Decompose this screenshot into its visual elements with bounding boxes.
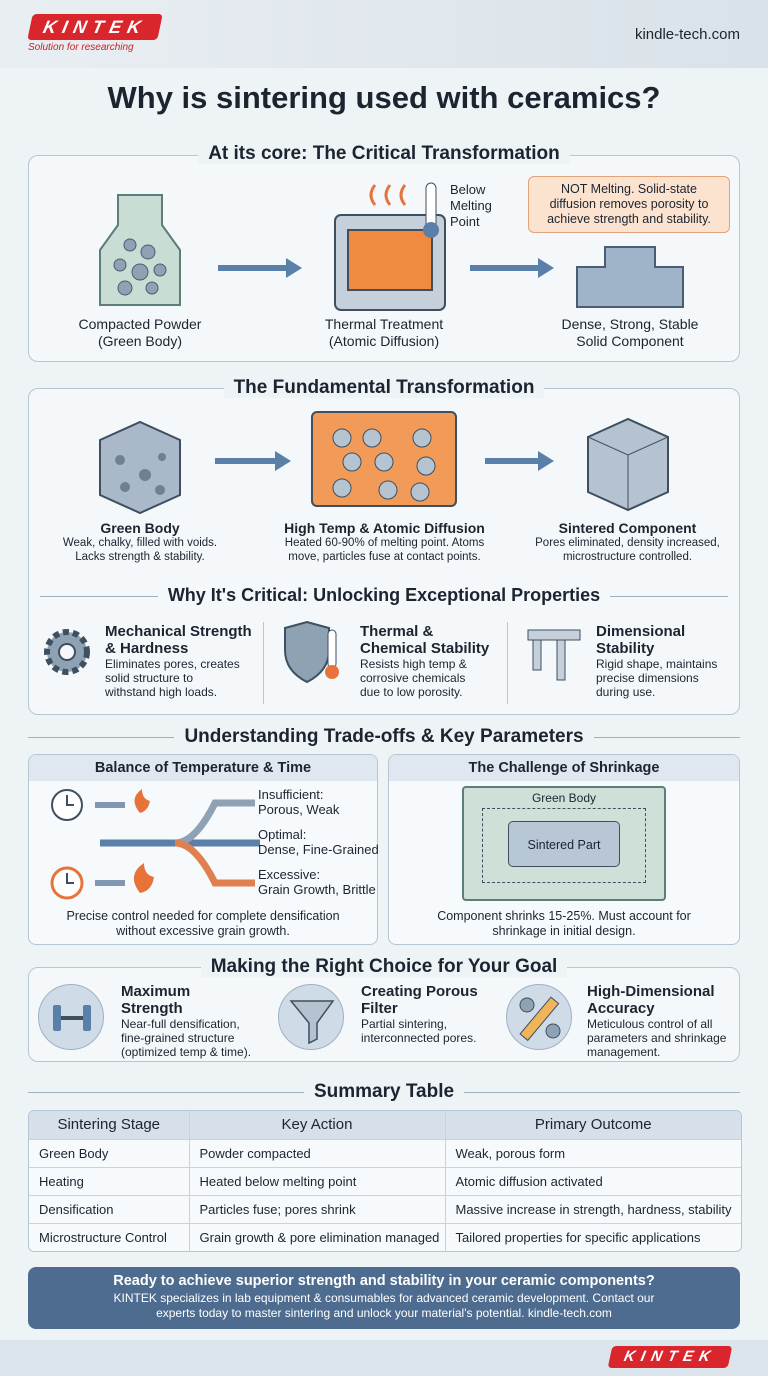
outcome-optimal: Optimal:Dense, Fine-Grained xyxy=(258,827,379,857)
cell: Massive increase in strength, hardness, … xyxy=(444,1194,741,1223)
core-heading: At its core: The Critical Transformation xyxy=(0,143,768,165)
porous-cube-icon xyxy=(99,420,181,515)
cell: Weak, porous form xyxy=(444,1138,741,1167)
dumbbell-icon xyxy=(38,984,104,1050)
arrow-icon xyxy=(470,258,554,278)
critical-heading: Why It's Critical: Unlocking Exceptional… xyxy=(0,585,768,606)
funnel-icon xyxy=(278,984,344,1050)
cell: Heated below melting point xyxy=(188,1166,445,1195)
choice-section xyxy=(28,967,740,1062)
choice-heading: Making the Right Choice for Your Goal xyxy=(0,956,768,978)
site-url[interactable]: kindle-tech.com xyxy=(634,26,740,43)
cta-headline: Ready to achieve superior strength and s… xyxy=(113,1273,655,1289)
summary-heading: Summary Table xyxy=(0,1081,768,1103)
callout-note: NOT Melting. Solid-state diffusion remov… xyxy=(528,176,730,233)
gear-icon xyxy=(44,629,90,675)
caliper-icon xyxy=(527,629,581,681)
cell: Green Body xyxy=(29,1138,189,1167)
ruler-gears-icon xyxy=(506,984,572,1050)
fundamental-heading: The Fundamental Transformation xyxy=(0,377,768,399)
outcome-excessive: Excessive:Grain Growth, Brittle xyxy=(258,867,376,897)
green-body-label: Green Body xyxy=(531,791,597,805)
shrink-boundary xyxy=(482,808,646,883)
furnace-icon xyxy=(334,182,446,311)
cta-banner[interactable]: Ready to achieve superior strength and s… xyxy=(28,1267,740,1329)
cell: Tailored properties for specific applica… xyxy=(444,1222,741,1251)
temp-time-flow-diagram xyxy=(50,789,260,900)
atomic-diffusion-icon xyxy=(311,411,457,507)
kintek-logo[interactable]: KINTEK xyxy=(27,14,163,40)
shrinkage-title: The Challenge of Shrinkage xyxy=(389,755,739,781)
cell: Microstructure Control xyxy=(29,1222,189,1251)
sintered-part-label: Sintered Part xyxy=(508,821,620,867)
column-header: Key Action xyxy=(188,1111,445,1139)
column-header: Sintering Stage xyxy=(29,1111,189,1139)
page-title: Why is sintering used with ceramics? xyxy=(107,80,661,115)
footer-kintek-logo[interactable]: KINTEK xyxy=(607,1346,733,1368)
step-green-body: Compacted Powder(Green Body) xyxy=(78,316,202,349)
balance-title: Balance of Temperature & Time xyxy=(29,755,377,781)
cell: Atomic diffusion activated xyxy=(444,1166,741,1195)
tradeoffs-heading: Understanding Trade-offs & Key Parameter… xyxy=(0,726,768,748)
dense-component-icon xyxy=(576,246,684,308)
divider xyxy=(263,622,264,704)
outcome-insufficient: Insufficient:Porous, Weak xyxy=(258,787,340,817)
divider xyxy=(507,622,508,704)
balance-note: Precise control needed for complete dens… xyxy=(66,909,340,938)
cta-body: experts today to master sintering and un… xyxy=(156,1306,612,1320)
arrow-icon xyxy=(215,451,291,471)
column-header: Primary Outcome xyxy=(444,1111,741,1139)
cta-body: KINTEK specializes in lab equipment & co… xyxy=(113,1291,655,1305)
arrow-icon xyxy=(218,258,302,278)
shield-thermometer-icon xyxy=(284,620,339,684)
cell: Grain growth & pore elimination managed xyxy=(188,1222,445,1251)
cell: Particles fuse; pores shrink xyxy=(188,1194,445,1223)
green-body-powder-icon xyxy=(99,194,181,306)
step-thermal-treatment: Thermal Treatment(Atomic Diffusion) xyxy=(324,316,444,349)
cell: Heating xyxy=(29,1166,189,1195)
shrinkage-note: Component shrinks 15-25%. Must account f… xyxy=(437,909,691,938)
arrow-icon xyxy=(485,451,554,471)
balance-panel: Balance of Temperature & Time xyxy=(28,754,378,945)
cell: Densification xyxy=(29,1194,189,1223)
cell: Powder compacted xyxy=(188,1138,445,1167)
sintered-cube-icon xyxy=(587,417,669,512)
slogan: Solution for researching xyxy=(28,42,134,53)
